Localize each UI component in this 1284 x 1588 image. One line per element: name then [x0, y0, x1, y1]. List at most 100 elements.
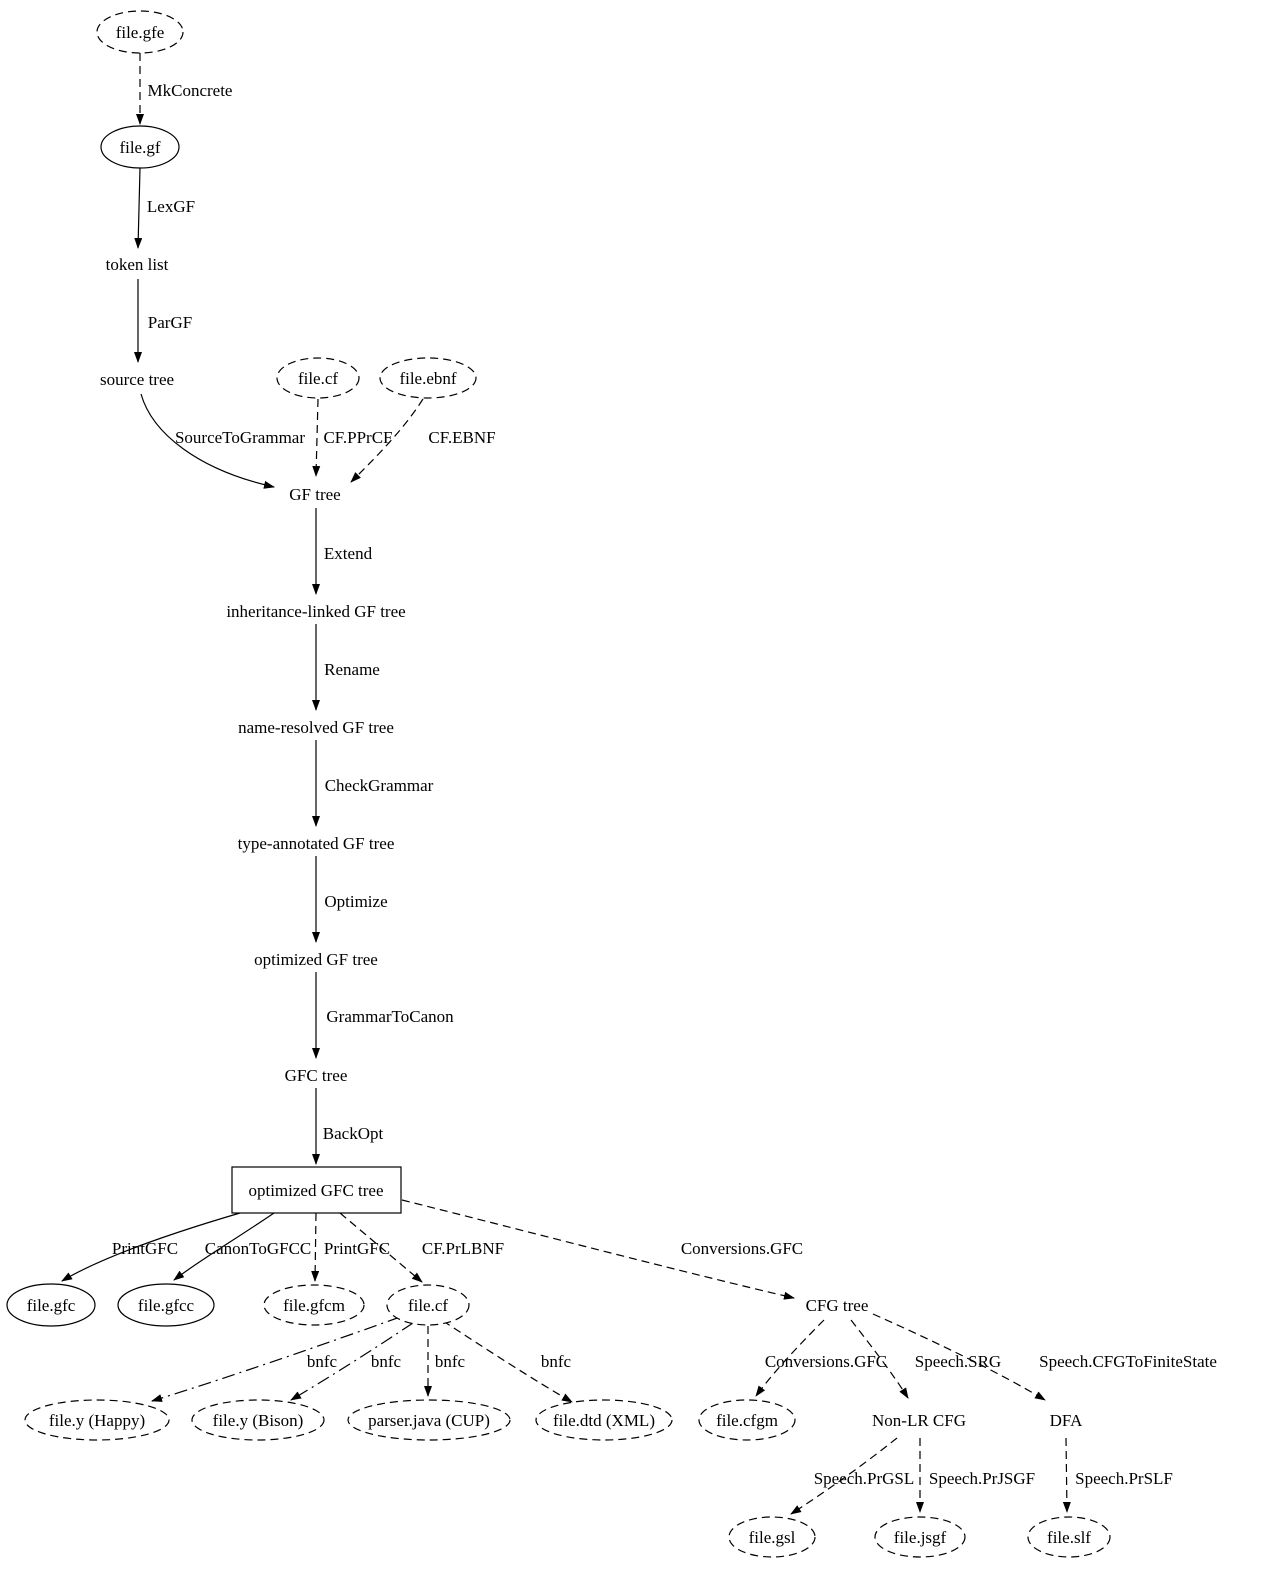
- edge-label-speech-prjsgf: Speech.PrJSGF: [929, 1469, 1035, 1488]
- node-cfg-tree: CFG tree: [806, 1296, 869, 1315]
- edge-label-bnfc3: bnfc: [435, 1352, 466, 1371]
- file-y-happy-shape: [24, 1399, 170, 1441]
- node-file-gfe: file.gfe: [96, 10, 184, 54]
- node-file-gsl: file.gsl: [728, 1516, 816, 1558]
- gfc-tree-label: GFC tree: [285, 1066, 348, 1085]
- node-file-ebnf: file.ebnf: [379, 357, 477, 399]
- edge-label-speech-prslf: Speech.PrSLF: [1075, 1469, 1173, 1488]
- node-file-gf: file.gf: [100, 125, 180, 169]
- file-gfcm-shape: [263, 1284, 365, 1326]
- gf-tree-label: GF tree: [289, 485, 340, 504]
- edge-label-printgfc2: PrintGFC: [324, 1239, 390, 1258]
- edge-label-bnfc1: bnfc: [307, 1352, 338, 1371]
- edge-speech-prgsl: [790, 1437, 898, 1515]
- edge-label-cf-ebnf: CF.EBNF: [428, 428, 495, 447]
- file-gfe-shape: [96, 10, 184, 54]
- edge-label-canontogfcc: CanonToGFCC: [205, 1239, 312, 1258]
- node-source-tree: source tree: [100, 370, 174, 389]
- node-file-y-bison: file.y (Bison): [191, 1399, 325, 1441]
- file-dtd-xml-label: file.dtd (XML): [553, 1411, 655, 1430]
- optimized-gf-tree-label: optimized GF tree: [254, 950, 378, 969]
- edge-bnfc-to-dtd: [442, 1320, 573, 1403]
- edge-label-lexgf: LexGF: [147, 197, 195, 216]
- edge-label-sourcetogrammar: SourceToGrammar: [175, 428, 305, 447]
- dfa-label: DFA: [1050, 1411, 1083, 1430]
- edge-label-conversions-gfc2: Conversions.GFC: [765, 1352, 887, 1371]
- file-cf-output-label: file.cf: [408, 1296, 448, 1315]
- file-gsl-label: file.gsl: [749, 1528, 796, 1547]
- node-gf-tree: GF tree: [289, 485, 340, 504]
- edge-bnfc-to-happy: [151, 1316, 401, 1402]
- edge-label-cf-prlbnf: CF.PrLBNF: [422, 1239, 504, 1258]
- edge-label-bnfc2: bnfc: [371, 1352, 402, 1371]
- node-file-slf: file.slf: [1027, 1516, 1111, 1558]
- edge-label-printgfc1: PrintGFC: [112, 1239, 178, 1258]
- edge-label-rename: Rename: [324, 660, 380, 679]
- node-type-annotated-gf-tree: type-annotated GF tree: [238, 834, 395, 853]
- edge-label-mkconcrete: MkConcrete: [148, 81, 233, 100]
- file-gf-shape: [100, 125, 180, 169]
- node-optimized-gf-tree: optimized GF tree: [254, 950, 378, 969]
- cfg-tree-label: CFG tree: [806, 1296, 869, 1315]
- edge-label-optimize: Optimize: [324, 892, 387, 911]
- edge-label-pargf: ParGF: [148, 313, 192, 332]
- node-file-y-happy: file.y (Happy): [24, 1399, 170, 1441]
- file-ebnf-label: file.ebnf: [399, 369, 456, 388]
- node-file-jsgf: file.jsgf: [874, 1516, 966, 1558]
- edge-label-cf-pprcf: CF.PPrCF: [323, 428, 392, 447]
- node-optimized-gfc-tree: optimized GFC tree: [231, 1166, 402, 1214]
- type-annotated-gf-tree-label: type-annotated GF tree: [238, 834, 395, 853]
- node-file-gfcm: file.gfcm: [263, 1284, 365, 1326]
- file-cfgm-label: file.cfgm: [716, 1411, 778, 1430]
- node-file-gfcc: file.gfcc: [117, 1283, 215, 1327]
- file-dtd-xml-shape: [535, 1399, 673, 1441]
- nodes: file.gfe file.gf token list source tree …: [6, 10, 1111, 1558]
- file-gfe-label: file.gfe: [116, 23, 165, 42]
- optimized-gfc-tree-label: optimized GFC tree: [248, 1181, 383, 1200]
- inheritance-linked-gf-tree-label: inheritance-linked GF tree: [226, 602, 405, 621]
- non-lr-cfg-label: Non-LR CFG: [872, 1411, 966, 1430]
- file-slf-label: file.slf: [1047, 1528, 1091, 1547]
- file-slf-shape: [1027, 1516, 1111, 1558]
- edge-sourcetogrammar: [140, 393, 275, 489]
- file-gf-label: file.gf: [119, 138, 160, 157]
- node-file-cfgm: file.cfgm: [698, 1399, 796, 1441]
- node-gfc-tree: GFC tree: [285, 1066, 348, 1085]
- token-list-label: token list: [106, 255, 169, 274]
- file-y-bison-shape: [191, 1399, 325, 1441]
- optimized-gfc-tree-shape: [231, 1166, 402, 1214]
- node-name-resolved-gf-tree: name-resolved GF tree: [238, 718, 394, 737]
- edge-label-speech-cfgtofinitestate: Speech.CFGToFiniteState: [1039, 1352, 1217, 1371]
- edges: [61, 53, 1071, 1515]
- edge-conversions-gfc-to-cfgm: [755, 1319, 825, 1397]
- edge-labels: MkConcrete LexGF ParGF SourceToGrammar C…: [112, 81, 1217, 1488]
- node-token-list: token list: [106, 255, 169, 274]
- file-y-bison-label: file.y (Bison): [213, 1411, 304, 1430]
- edge-bnfc-to-bison: [290, 1322, 414, 1401]
- file-ebnf-shape: [379, 357, 477, 399]
- file-jsgf-shape: [874, 1516, 966, 1558]
- file-cfgm-shape: [698, 1399, 796, 1441]
- edge-cf-prlbnf: [339, 1212, 423, 1283]
- node-dfa: DFA: [1050, 1411, 1083, 1430]
- edge-label-grammartocanon: GrammarToCanon: [326, 1007, 454, 1026]
- edge-label-extend: Extend: [324, 544, 373, 563]
- node-inheritance-linked-gf-tree: inheritance-linked GF tree: [226, 602, 405, 621]
- edge-printgfc-to-gfc: [61, 1212, 241, 1282]
- file-cf-input-label: file.cf: [298, 369, 338, 388]
- parser-java-cup-shape: [347, 1399, 511, 1441]
- file-gfcc-shape: [117, 1283, 215, 1327]
- edge-label-conversions-gfc1: Conversions.GFC: [681, 1239, 803, 1258]
- edge-label-speech-srg: Speech.SRG: [915, 1352, 1001, 1371]
- edge-label-bnfc4: bnfc: [541, 1352, 572, 1371]
- file-gsl-shape: [728, 1516, 816, 1558]
- file-gfcc-label: file.gfcc: [138, 1296, 195, 1315]
- edge-conversions-gfc-to-cfgtree: [401, 1199, 795, 1300]
- node-file-cf-output: file.cf: [386, 1284, 470, 1326]
- node-parser-java-cup: parser.java (CUP): [347, 1399, 511, 1441]
- source-tree-label: source tree: [100, 370, 174, 389]
- edge-printgfc-to-gfcm: [311, 1212, 320, 1282]
